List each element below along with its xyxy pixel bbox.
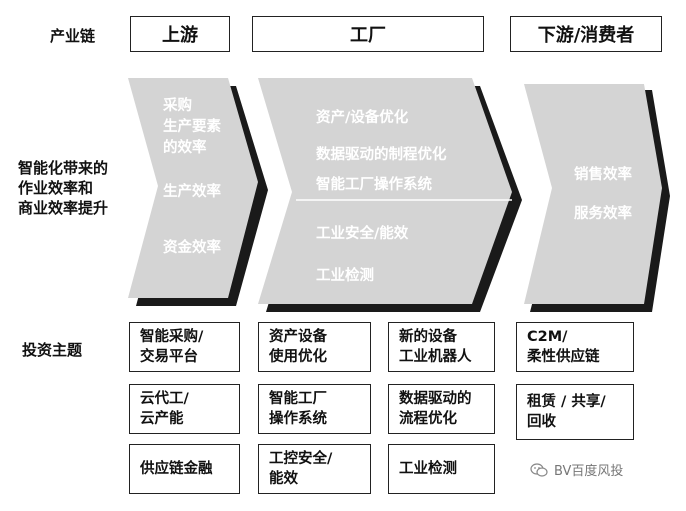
upstream-item-procurement: 采购 xyxy=(163,98,192,114)
invest-box-c2m: C2M/ 柔性供应链 xyxy=(516,322,634,372)
upstream-item-capital: 资金效率 xyxy=(163,240,221,256)
factory-item-safety: 工业安全/能效 xyxy=(316,226,409,242)
upstream-item-efficiency: 的效率 xyxy=(163,140,207,156)
invest-box-data-driven-process: 数据驱动的 流程优化 xyxy=(388,384,495,434)
factory-item-inspection: 工业检测 xyxy=(316,268,374,284)
header-factory: 工厂 xyxy=(252,16,484,52)
factory-item-os: 智能工厂操作系统 xyxy=(316,177,432,193)
invest-box-ics-security: 工控安全/ 能效 xyxy=(258,444,371,494)
row-label-investment: 投资主题 xyxy=(22,341,83,359)
invest-box-cloud-manufacturing: 云代工/ 云产能 xyxy=(129,384,240,434)
invest-box-leasing-sharing: 租赁 / 共享/ 回收 xyxy=(516,384,634,440)
factory-item-asset: 资产/设备优化 xyxy=(316,110,409,126)
invest-box-asset-optimization: 资产设备 使用优化 xyxy=(258,322,371,372)
downstream-item-sales: 销售效率 xyxy=(574,167,632,183)
header-upstream: 上游 xyxy=(130,16,230,52)
chevron-downstream xyxy=(524,84,662,304)
row-label-efficiency: 智能化带来的 作业效率和 商业效率提升 xyxy=(18,159,109,217)
factory-item-process: 数据驱动的制程优化 xyxy=(316,147,447,163)
chevron-upstream xyxy=(128,78,258,298)
upstream-item-production: 生产效率 xyxy=(163,184,221,200)
invest-box-industrial-inspection: 工业检测 xyxy=(388,444,495,494)
chevron-factory xyxy=(258,78,512,304)
invest-box-industrial-robots: 新的设备 工业机器人 xyxy=(388,322,495,372)
header-downstream: 下游/消费者 xyxy=(510,16,662,52)
upstream-item-factors: 生产要素 xyxy=(163,119,221,135)
row-label-chain: 产业链 xyxy=(50,27,96,45)
wechat-icon xyxy=(530,462,548,477)
downstream-item-service: 服务效率 xyxy=(574,206,632,222)
watermark-text: BV百度风投 xyxy=(554,464,624,479)
watermark: BV百度风投 xyxy=(530,460,623,479)
invest-box-smart-procurement: 智能采购/ 交易平台 xyxy=(129,322,240,372)
invest-box-supply-chain-finance: 供应链金融 xyxy=(129,444,240,494)
invest-box-factory-os: 智能工厂 操作系统 xyxy=(258,384,371,434)
